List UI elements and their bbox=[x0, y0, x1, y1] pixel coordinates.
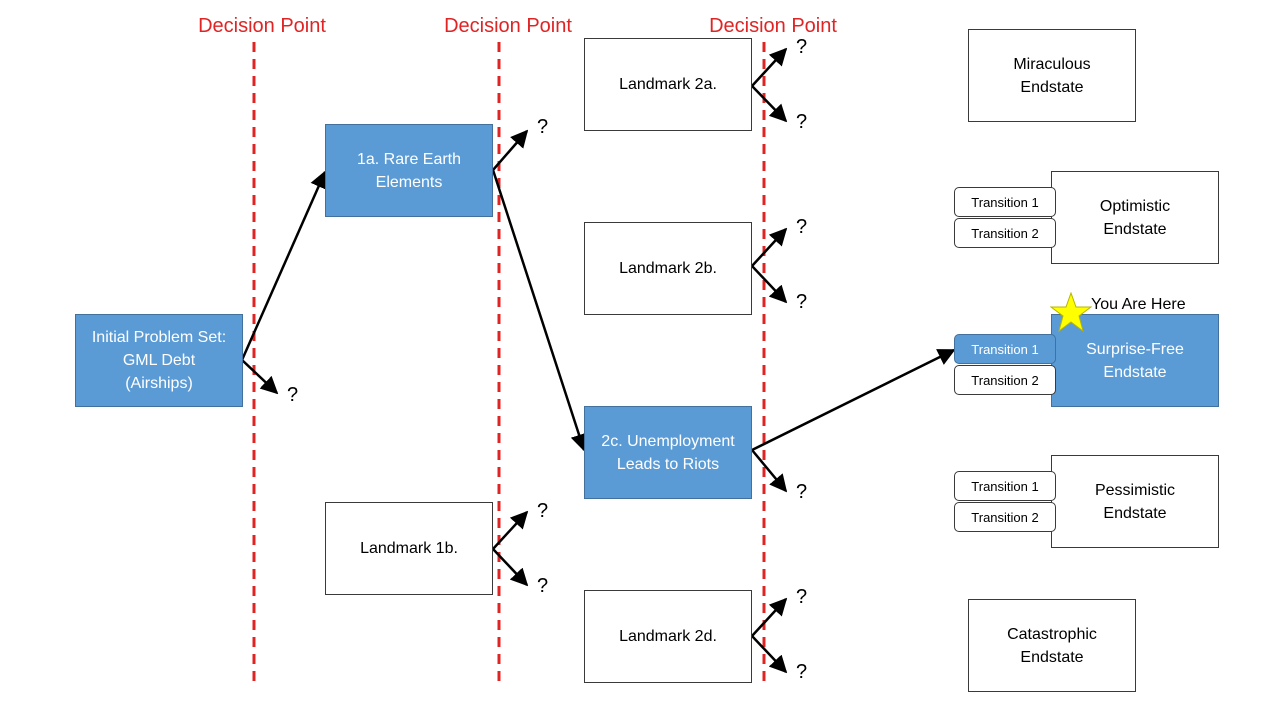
landmark-2a-label: Landmark 2a. bbox=[619, 76, 717, 93]
unknown-outcome: ? bbox=[287, 384, 299, 406]
endstate-optimistic-label: Optimistic Endstate bbox=[1099, 197, 1171, 238]
pessimistic-transition-2[interactable]: Transition 2 bbox=[954, 502, 1056, 532]
landmark-1b-label: Landmark 1b. bbox=[360, 540, 458, 557]
endstate-miraculous[interactable]: Miraculous Endstate bbox=[968, 29, 1136, 122]
arrow-2b-down bbox=[751, 265, 788, 304]
star-icon bbox=[1050, 292, 1092, 333]
arrow-1a-to-unknown bbox=[492, 129, 529, 171]
endstate-miraculous-label: Miraculous Endstate bbox=[1013, 55, 1091, 96]
landmark-1b-node[interactable]: Landmark 1b. bbox=[325, 502, 493, 595]
arrow-1b-up bbox=[492, 510, 529, 550]
landmark-1a-node[interactable]: 1a. Rare Earth Elements bbox=[325, 124, 493, 217]
arrow-2d-up bbox=[751, 597, 788, 637]
unknown-outcome: ? bbox=[796, 661, 808, 683]
landmark-2b-node[interactable]: Landmark 2b. bbox=[584, 222, 752, 315]
unknown-outcome: ? bbox=[537, 500, 549, 522]
surprise-free-transition-1[interactable]: Transition 1 bbox=[954, 334, 1056, 364]
initial-problem-label: Initial Problem Set: GML Debt (Airships) bbox=[91, 329, 227, 392]
pessimistic-transition-1[interactable]: Transition 1 bbox=[954, 471, 1056, 501]
landmark-2c-node[interactable]: 2c. Unemployment Leads to Riots bbox=[584, 406, 752, 499]
landmark-2d-label: Landmark 2d. bbox=[619, 628, 717, 645]
decision-point-label: Decision Point bbox=[444, 15, 572, 37]
arrow-1b-down bbox=[492, 548, 529, 587]
arrow-1a-to-2c bbox=[491, 169, 588, 452]
endstate-pessimistic-label: Pessimistic Endstate bbox=[1094, 481, 1175, 522]
unknown-outcome: ? bbox=[537, 575, 549, 597]
unknown-outcome: ? bbox=[796, 36, 808, 58]
endstate-surprise-free-label: Surprise-Free Endstate bbox=[1086, 340, 1184, 381]
you-are-here-label: You Are Here bbox=[1091, 296, 1186, 313]
surprise-free-transition-2[interactable]: Transition 2 bbox=[954, 365, 1056, 395]
endstate-catastrophic-label: Catastrophic Endstate bbox=[1007, 625, 1097, 666]
landmark-2c-label: 2c. Unemployment Leads to Riots bbox=[601, 432, 735, 473]
decision-point-label: Decision Point bbox=[198, 15, 326, 37]
landmark-1a-label: 1a. Rare Earth Elements bbox=[356, 150, 462, 191]
unknown-outcome: ? bbox=[796, 586, 808, 608]
arrow-2a-down bbox=[751, 85, 788, 123]
landmark-2a-node[interactable]: Landmark 2a. bbox=[584, 38, 752, 131]
arrow-2c-to-transition bbox=[751, 348, 956, 452]
endstate-optimistic[interactable]: Optimistic Endstate bbox=[1051, 171, 1219, 264]
arrow-initial-to-1a bbox=[240, 170, 327, 361]
arrow-2a-up bbox=[751, 47, 788, 87]
endstate-pessimistic[interactable]: Pessimistic Endstate bbox=[1051, 455, 1219, 548]
endstate-surprise-free[interactable]: Surprise-Free Endstate bbox=[1051, 314, 1219, 407]
unknown-outcome: ? bbox=[796, 481, 808, 503]
optimistic-transition-1[interactable]: Transition 1 bbox=[954, 187, 1056, 217]
unknown-outcome: ? bbox=[537, 116, 549, 138]
arrow-initial-to-unknown bbox=[241, 359, 279, 395]
arrow-2d-down bbox=[751, 635, 788, 674]
initial-problem-node[interactable]: Initial Problem Set: GML Debt (Airships) bbox=[75, 314, 243, 407]
unknown-outcome: ? bbox=[796, 291, 808, 313]
decision-point-label: Decision Point bbox=[709, 15, 837, 37]
landmark-2b-label: Landmark 2b. bbox=[619, 260, 717, 277]
endstate-catastrophic[interactable]: Catastrophic Endstate bbox=[968, 599, 1136, 692]
unknown-outcome: ? bbox=[796, 216, 808, 238]
arrow-2b-up bbox=[751, 227, 788, 267]
optimistic-transition-2[interactable]: Transition 2 bbox=[954, 218, 1056, 248]
arrow-2c-down bbox=[751, 449, 788, 493]
unknown-outcome: ? bbox=[796, 111, 808, 133]
landmark-2d-node[interactable]: Landmark 2d. bbox=[584, 590, 752, 683]
